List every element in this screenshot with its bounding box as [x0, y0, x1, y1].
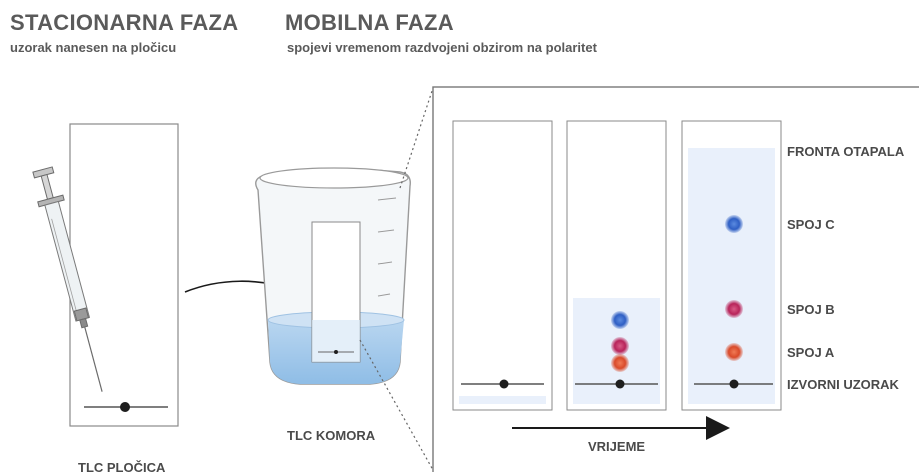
spot-a-stage-2 [611, 354, 629, 372]
spot-c-stage-2 [611, 311, 629, 329]
tlc-plate [69, 123, 179, 427]
mobile-phase-subtitle: spojevi vremenom razdvojeni obzirom na p… [287, 40, 597, 55]
solvent-front-label: FRONTA OTAPALA [787, 144, 905, 159]
mobile-phase-title: MOBILNA FAZA [285, 10, 454, 35]
spot-c-stage-3 [725, 215, 743, 233]
tlc-plate-label: TLC PLOČICA [78, 460, 166, 475]
spot-b-stage-2 [611, 337, 629, 355]
tlc-stage-1 [452, 120, 553, 411]
tlc-stage-2 [566, 120, 667, 411]
tlc-chamber-label: TLC KOMORA [287, 428, 376, 443]
spot-b-stage-3 [725, 300, 743, 318]
compound-c-label: SPOJ C [787, 217, 835, 232]
tlc-chamber [255, 167, 411, 385]
syringe-icon [32, 166, 103, 392]
compound-b-label: SPOJ B [787, 302, 835, 317]
tlc-stage-3 [681, 120, 782, 411]
origin-label: IZVORNI UZORAK [787, 377, 899, 392]
zoom-line-top [399, 87, 434, 189]
time-label: VRIJEME [588, 439, 646, 454]
stationary-phase-title: STACIONARNA FAZA [10, 10, 239, 35]
stationary-phase-subtitle: uzorak nanesen na pločicu [10, 40, 177, 55]
spot-a-stage-3 [725, 343, 743, 361]
compound-a-label: SPOJ A [787, 345, 835, 360]
